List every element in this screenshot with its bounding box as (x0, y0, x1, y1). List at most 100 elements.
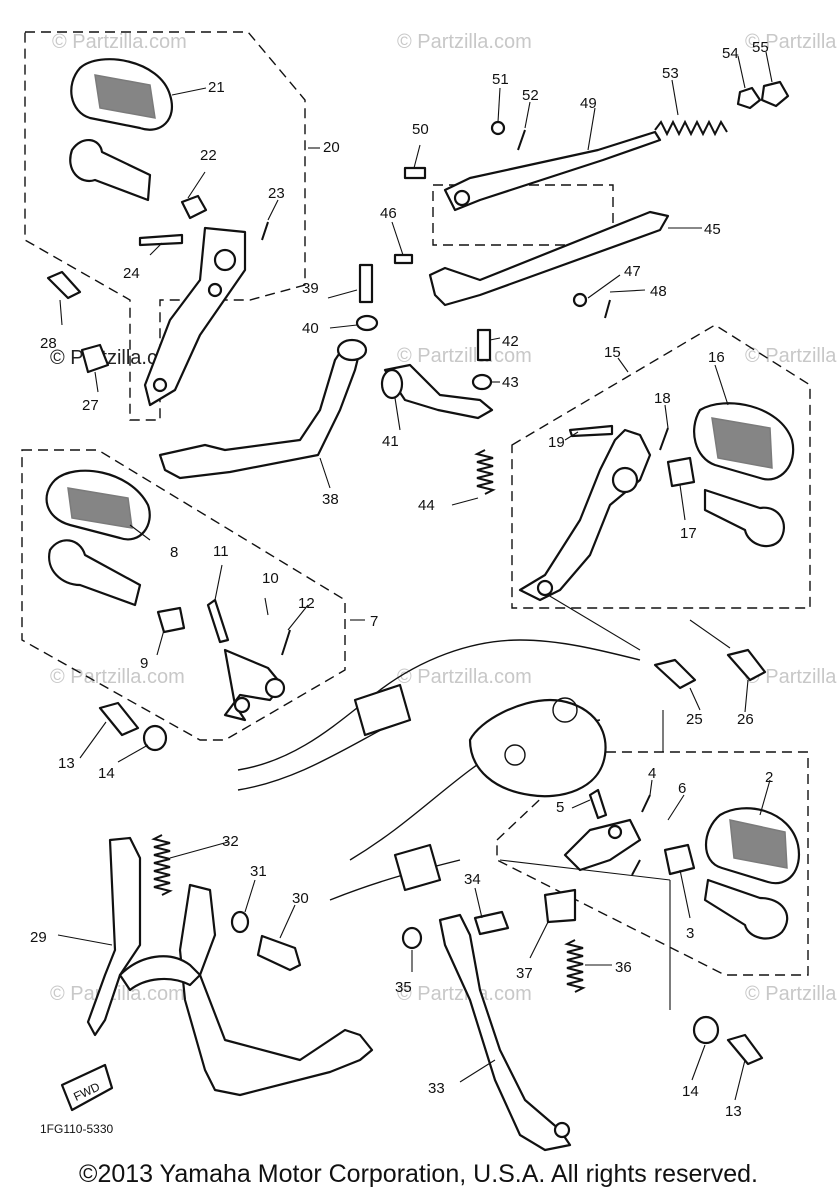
clip-12 (281, 629, 291, 656)
callout-44: 44 (418, 497, 435, 514)
nut-55 (760, 80, 790, 108)
main-stand-29: FWD (60, 834, 374, 1112)
group-box-20 (24, 31, 306, 421)
footrest-bar-16 (703, 488, 786, 548)
washer-17 (666, 456, 696, 488)
bolt-50 (403, 166, 427, 180)
callout-20: 20 (323, 139, 340, 156)
fwd-arrow (60, 1063, 114, 1112)
footrest-assembly-15 (518, 402, 795, 690)
callout-29: 29 (30, 929, 47, 946)
bolt-13b (726, 1033, 764, 1066)
spring-44 (474, 449, 496, 495)
callout-24: 24 (123, 265, 140, 282)
group-box-7 (21, 449, 346, 741)
callout-32: 32 (222, 833, 239, 850)
clip-18 (659, 427, 669, 451)
callout-50: 50 (412, 121, 429, 138)
bolt-26 (726, 648, 767, 682)
callout-53: 53 (662, 65, 679, 82)
footrest-bar-8 (48, 539, 142, 607)
callout-10: 10 (262, 570, 279, 587)
pin-46 (393, 253, 414, 265)
watermark-text: © Partzilla.com (745, 666, 837, 688)
footrest-assembly-2 (563, 788, 801, 1066)
spring-53 (654, 119, 728, 137)
nut-43 (471, 373, 493, 391)
bolt-42 (476, 328, 492, 362)
callout-26: 26 (737, 711, 754, 728)
bolt-13 (98, 701, 140, 737)
callout-15: 15 (604, 344, 621, 361)
callout-17: 17 (680, 525, 697, 542)
callout-46: 46 (380, 205, 397, 222)
callout-52: 52 (522, 87, 539, 104)
nut-35 (401, 926, 423, 950)
callout-33: 33 (428, 1080, 445, 1097)
callout-34: 34 (464, 871, 481, 888)
callout-28: 28 (40, 335, 57, 352)
bolt-34 (473, 910, 510, 936)
brake-pedal-38 (158, 343, 362, 480)
footrest-assembly-20 (46, 58, 269, 407)
brake-arm-45 (428, 210, 670, 307)
footrest-bar-2 (703, 878, 789, 940)
callout-23: 23 (268, 185, 285, 202)
pin-5 (588, 788, 608, 820)
callout-5: 5 (556, 799, 564, 816)
watermarks: © Partzilla.com © Partzilla.com © Partzi… (50, 31, 837, 1005)
washer-47 (572, 292, 588, 308)
callout-45: 45 (704, 221, 721, 238)
collar-14b (692, 1015, 720, 1045)
callout-labels: 2 3 4 5 6 7 8 9 10 11 12 13 14 15 16 17 … (30, 39, 773, 1120)
footrest-bracket-15 (518, 428, 652, 602)
callout-8: 8 (170, 544, 178, 561)
nut-27 (80, 343, 110, 374)
side-stand-leg (438, 913, 572, 1152)
watermark-text: © Partzilla.com (52, 31, 187, 53)
brake-rod-49 (443, 130, 662, 212)
callout-43: 43 (502, 374, 519, 391)
footrest-bracket-20 (143, 226, 247, 407)
callout-48: 48 (650, 283, 667, 300)
main-stand-leg-right (178, 883, 374, 1097)
callout-3: 3 (686, 925, 694, 942)
washer-3 (663, 843, 696, 876)
footrest-bracket-2 (563, 818, 642, 872)
pin-24 (138, 233, 184, 247)
callout-6: 6 (678, 780, 686, 797)
callout-22: 22 (200, 147, 217, 164)
watermark-text: © Partzilla.com (745, 983, 837, 1005)
callout-54: 54 (722, 45, 739, 62)
spring-32 (151, 834, 173, 896)
callout-49: 49 (580, 95, 597, 112)
callout-9: 9 (140, 655, 148, 672)
callout-16: 16 (708, 349, 725, 366)
callout-21: 21 (208, 79, 225, 96)
callout-36: 36 (615, 959, 632, 976)
callout-25: 25 (686, 711, 703, 728)
clip-6 (631, 859, 641, 876)
clip-23 (261, 221, 269, 241)
drawing-code: 1FG110-5330 (40, 1122, 113, 1136)
callout-30: 30 (292, 890, 309, 907)
pin-19 (568, 424, 614, 438)
bolt-39 (358, 263, 374, 304)
callout-18: 18 (654, 390, 671, 407)
watermark-text: © Partzilla.com (397, 31, 532, 53)
nut-40 (355, 314, 379, 332)
frame-outline (237, 639, 641, 901)
side-stand-33 (401, 888, 586, 1152)
callout-35: 35 (395, 979, 412, 996)
callout-7: 7 (370, 613, 378, 630)
washer-9 (156, 606, 186, 634)
clip-4 (641, 794, 651, 813)
callout-40: 40 (302, 320, 319, 337)
callout-42: 42 (502, 333, 519, 350)
callout-27: 27 (82, 397, 99, 414)
watermark-text: © Partzilla.com (397, 345, 532, 367)
watermark-text: © Partzilla.com (397, 666, 532, 688)
callout-19: 19 (548, 434, 565, 451)
washer-51 (490, 120, 506, 136)
